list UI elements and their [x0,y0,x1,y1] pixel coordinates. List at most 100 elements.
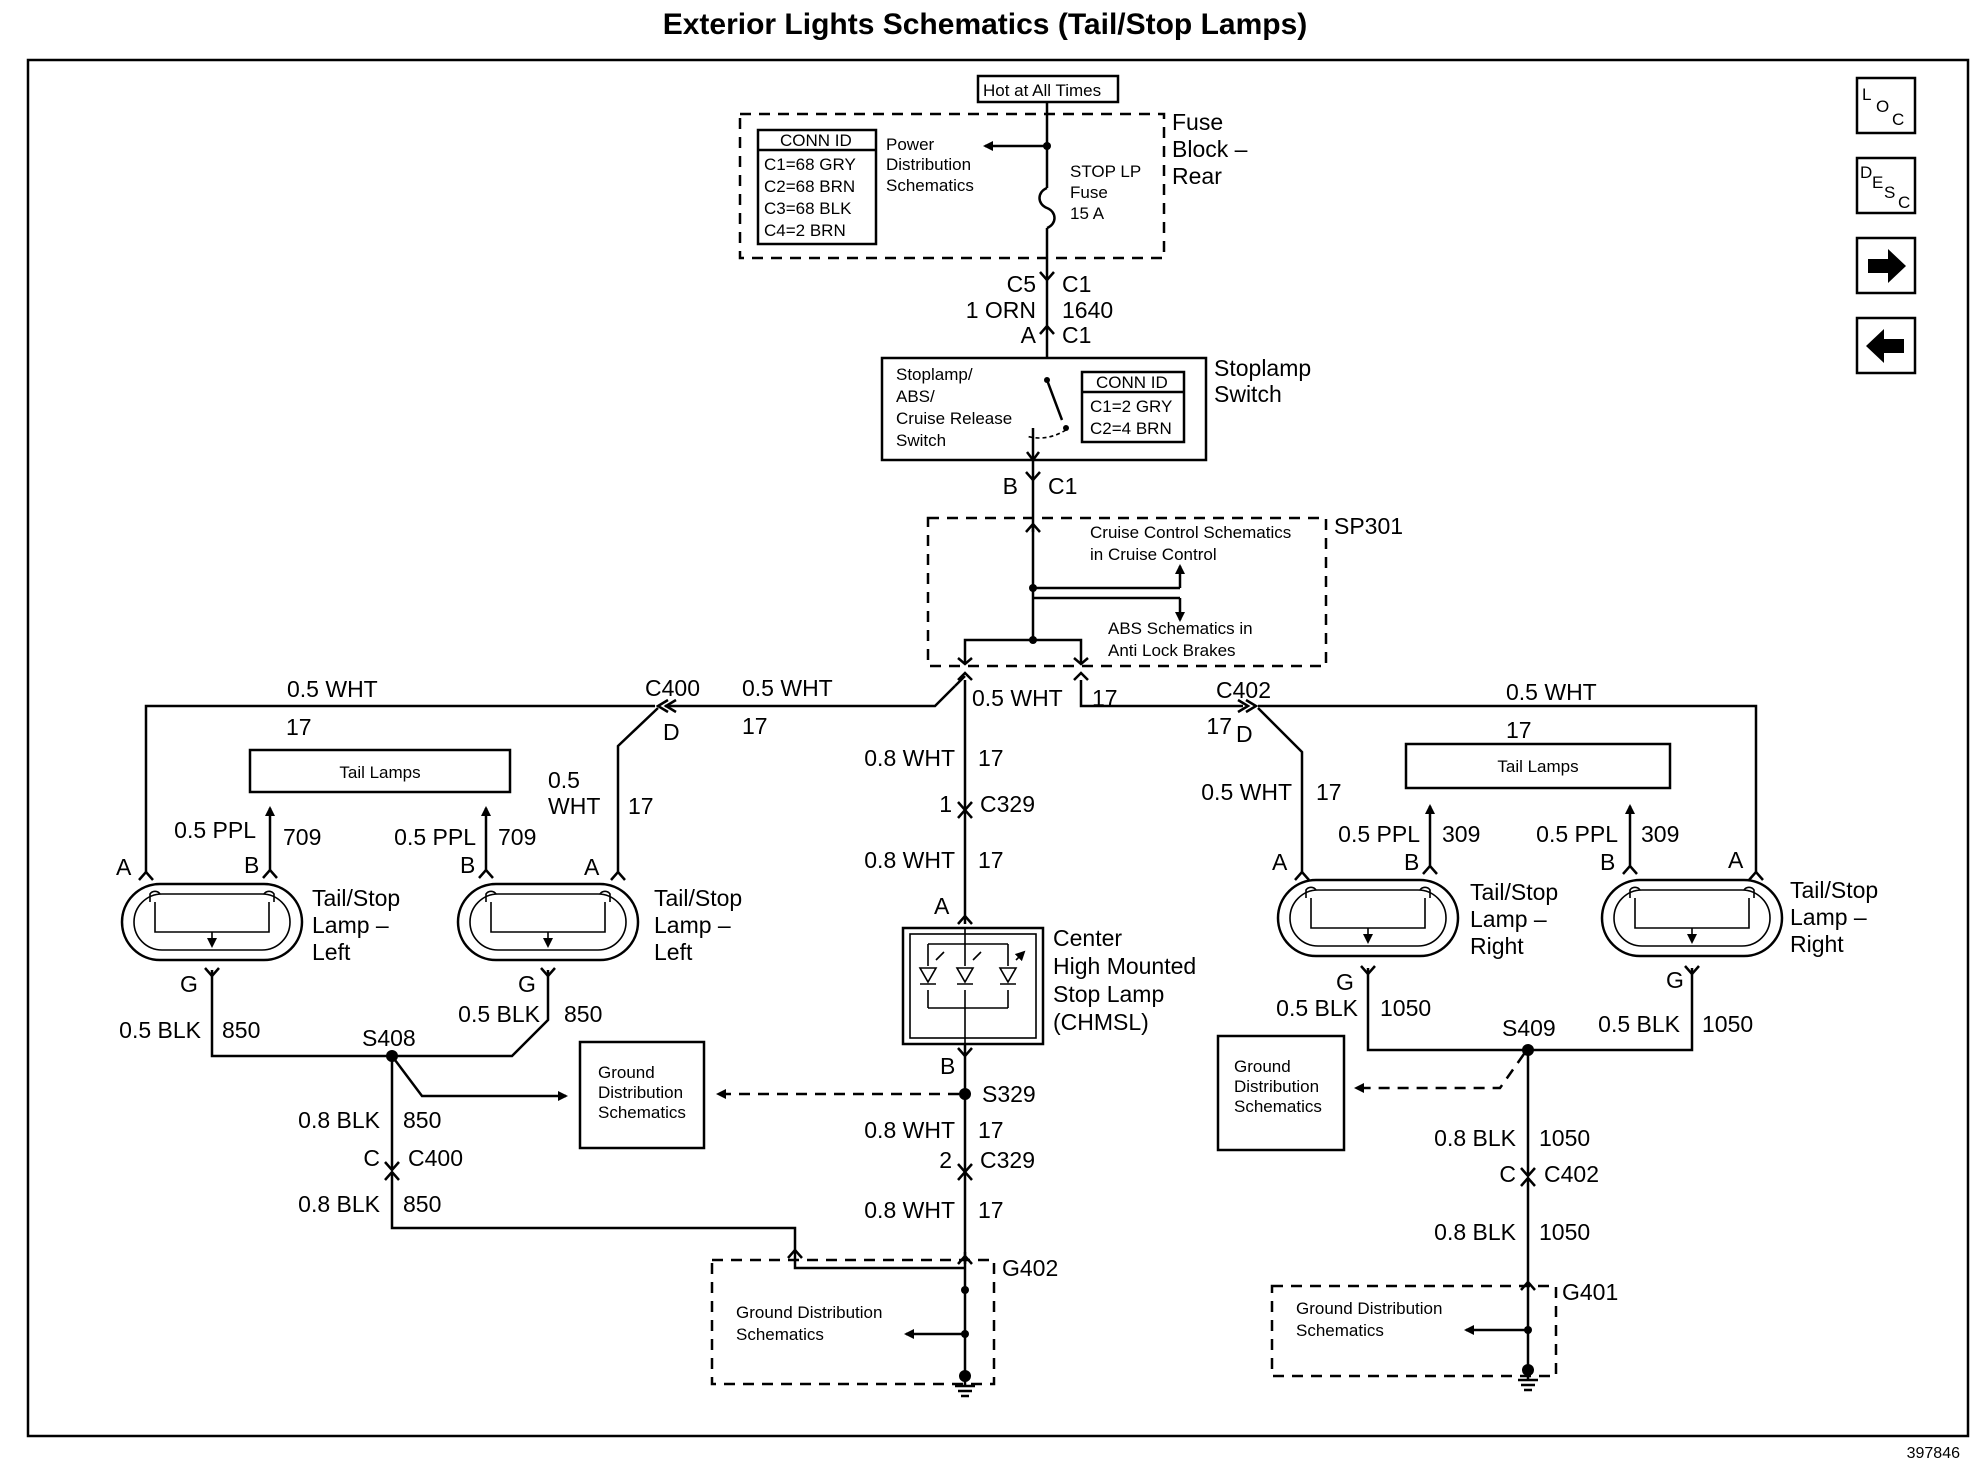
left-arrow-icon [1866,329,1904,363]
svg-text:309: 309 [1442,821,1480,847]
svg-text:Left: Left [312,939,351,965]
svg-text:1050: 1050 [1539,1125,1590,1151]
svg-text:17: 17 [742,713,768,739]
svg-text:D: D [1860,163,1872,182]
svg-text:A: A [1021,322,1037,348]
page-title: Exterior Lights Schematics (Tail/Stop La… [662,8,1308,41]
svg-text:A: A [934,893,950,919]
svg-text:C329: C329 [980,1147,1035,1173]
right-lamps: 0.5 WHT 17 A 0.5 WHT 17 A Tail Lamps 0.5… [1201,679,1878,1392]
svg-text:Tail/Stop: Tail/Stop [1790,877,1878,903]
ground-distribution-ref-center: Ground Distribution [736,1303,882,1322]
svg-text:G: G [180,971,198,997]
svg-text:0.5 BLK: 0.5 BLK [1276,995,1358,1021]
fuse-block-rear: Hot at All Times Fuse Block – Rear CONN … [738,74,1248,272]
tail-stop-lamp-left-2 [458,884,638,960]
svg-text:C329: C329 [980,791,1035,817]
svg-text:C402: C402 [1544,1161,1599,1187]
svg-text:0.8 BLK: 0.8 BLK [1434,1125,1516,1151]
svg-text:0.5 WHT: 0.5 WHT [972,685,1063,711]
svg-text:C: C [1499,1161,1516,1187]
svg-text:Stop Lamp: Stop Lamp [1053,981,1164,1007]
svg-text:Tail/Stop: Tail/Stop [1470,879,1558,905]
svg-text:C3=68 BLK: C3=68 BLK [764,199,852,218]
svg-text:0.5 WHT: 0.5 WHT [1201,779,1292,805]
stop-lp-fuse-label: STOP LP [1070,162,1141,181]
svg-text:0.8 WHT: 0.8 WHT [864,745,955,771]
svg-text:0.5 PPL: 0.5 PPL [394,824,476,850]
svg-text:0.8 WHT: 0.8 WHT [864,1117,955,1143]
tail-stop-lamp-left-1 [122,884,302,960]
svg-text:C1=2 GRY: C1=2 GRY [1090,397,1172,416]
svg-text:17: 17 [1316,779,1342,805]
svg-text:C5: C5 [1007,271,1036,297]
svg-text:Stoplamp/: Stoplamp/ [896,365,973,384]
svg-text:B: B [1404,849,1419,875]
svg-text:B: B [1600,849,1615,875]
svg-text:C1=68 GRY: C1=68 GRY [764,155,856,174]
svg-text:O: O [1876,97,1889,116]
prev-arrow-button[interactable] [1855,316,1917,375]
feed-wires: 0.5 WHT 17 C400 D 0.5 WHT 17 C402 D 17 [645,671,1271,810]
svg-text:C4=2 BRN: C4=2 BRN [764,221,846,240]
tail-lamps-ref-left [248,748,512,794]
svg-text:B: B [460,852,475,878]
svg-text:0.8 BLK: 0.8 BLK [298,1107,380,1133]
svg-text:C1: C1 [1048,473,1077,499]
right-arrow-icon [1868,249,1906,283]
svg-text:B: B [1003,473,1018,499]
svg-text:0.8 BLK: 0.8 BLK [1434,1219,1516,1245]
power-distribution-ref: Power [886,135,935,154]
svg-text:B: B [940,1053,955,1079]
svg-text:0.5 BLK: 0.5 BLK [1598,1011,1680,1037]
cruise-control-ref: Cruise Control Schematics [1090,523,1291,542]
svg-text:0.5 BLK: 0.5 BLK [119,1017,201,1043]
svg-text:2: 2 [939,1147,952,1173]
next-arrow-button[interactable] [1855,236,1917,295]
switch-contact-icon [1045,379,1064,421]
svg-text:Tail/Stop: Tail/Stop [654,885,742,911]
svg-text:17: 17 [286,714,312,740]
svg-text:Center: Center [1053,925,1122,951]
tail-stop-lamp-right-1 [1278,880,1458,956]
svg-text:0.8 WHT: 0.8 WHT [864,1197,955,1223]
svg-text:0.5 PPL: 0.5 PPL [1338,821,1420,847]
svg-text:Ground: Ground [1234,1057,1291,1076]
svg-text:0.5 WHT: 0.5 WHT [742,675,833,701]
svg-text:Lamp –: Lamp – [1470,906,1547,932]
stoplamp-switch: Stoplamp Switch Stoplamp/ ABS/ Cruise Re… [880,355,1311,463]
svg-text:Stoplamp: Stoplamp [1214,355,1311,381]
svg-text:17: 17 [978,847,1004,873]
svg-text:0.5 BLK: 0.5 BLK [458,1001,540,1027]
center-chmsl: 0.8 WHT 17 1 C329 0.8 WHT 17 A Center Hi… [710,745,1196,1398]
svg-text:17: 17 [1092,685,1118,711]
svg-text:G: G [1336,969,1354,995]
svg-text:A: A [584,854,600,880]
svg-text:17: 17 [628,793,654,819]
svg-text:0.8 WHT: 0.8 WHT [864,847,955,873]
svg-text:Ground: Ground [598,1063,655,1082]
svg-text:0.5: 0.5 [548,767,580,793]
svg-text:0.5 PPL: 0.5 PPL [174,817,256,843]
tail-lamps-ref-right [1404,742,1672,790]
svg-text:S329: S329 [982,1081,1036,1107]
hot-label: Hot at All Times [983,81,1101,100]
svg-text:17: 17 [1506,717,1532,743]
svg-text:C1: C1 [1062,271,1091,297]
desc-button[interactable]: D E S C [1855,156,1917,215]
svg-text:1640: 1640 [1062,297,1113,323]
ground-distribution-ref-right [1216,1034,1346,1152]
svg-text:Cruise Release: Cruise Release [896,409,1012,428]
svg-text:17: 17 [978,745,1004,771]
svg-text:850: 850 [403,1191,441,1217]
svg-text:C400: C400 [408,1145,463,1171]
diagram-frame [26,58,1970,1438]
svg-text:G402: G402 [1002,1255,1058,1281]
svg-text:Lamp –: Lamp – [654,912,731,938]
svg-text:850: 850 [403,1107,441,1133]
svg-text:Schematics: Schematics [886,176,974,195]
svg-text:S409: S409 [1502,1015,1556,1041]
svg-text:709: 709 [498,824,536,850]
svg-text:Distribution: Distribution [886,155,971,174]
loc-button[interactable]: L O C [1855,76,1917,135]
